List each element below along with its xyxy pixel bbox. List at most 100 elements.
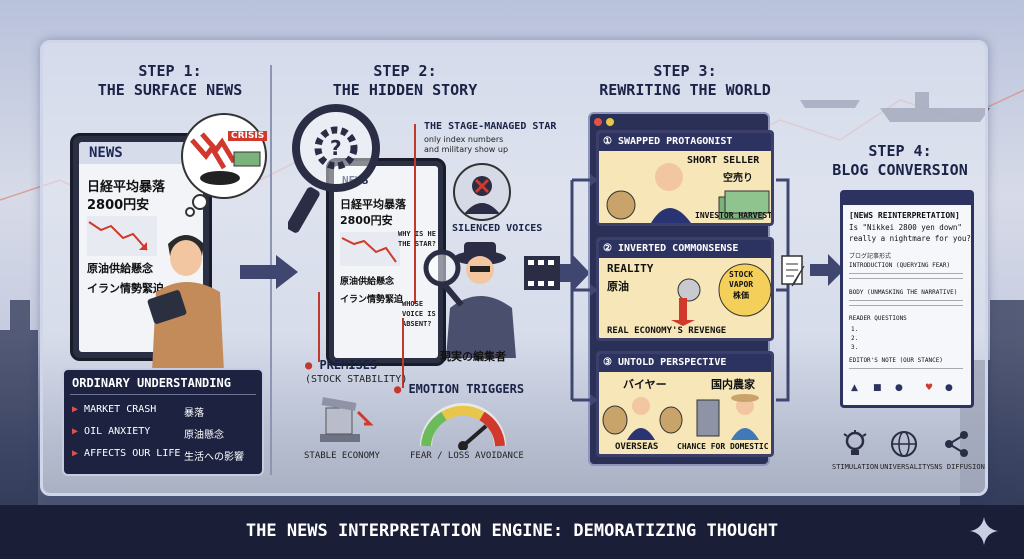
card-inverted-commonsense: ② INVERTED COMMONSENSE REALITY 原油 STOCK … [596,237,774,341]
magnifier-gear-icon: ? [288,104,380,233]
lightbulb-icon [843,430,867,455]
repost-icon[interactable]: ● [895,383,903,393]
step3-title: STEP 3: REWRITING THE WORLD [590,62,780,100]
stage-star-sub-1: only index numbers [424,135,504,144]
blog-intro: INTRODUCTION (QUERYING FEAR) [849,262,951,269]
blog-format: ブログ記事形式 [849,253,892,260]
question-2: 2. [851,335,859,342]
document-pen-icon [781,255,805,287]
falling-column-icon [320,397,374,442]
premises-label: ● PREMISES [305,358,378,372]
stimulation-label: STIMULATION [832,463,879,471]
emotion-triggers-label: ● EMOTION TRIGGERS [394,382,525,396]
news-label: NEWS [89,145,123,161]
step3-name: REWRITING THE WORLD [599,81,771,99]
item-3: ▶ AFFECTS OUR LIFE [72,448,181,459]
fear-gauge-icon [420,403,506,450]
item-3-jp: 生活への影響 [184,452,244,463]
buyer-farmer-illustration [602,394,759,440]
svg-text:?: ? [330,136,342,160]
step4-title: STEP 4: BLOG CONVERSION [820,142,980,180]
falling-chart-icon [340,232,400,266]
share-row: ▲ ■ ● ♥ ● [849,383,967,399]
card-1-c: INVESTOR HARVEST [695,211,773,220]
silenced-person-icon [453,163,511,221]
card-2-f: REAL ECONOMY'S REVENGE [607,326,727,336]
whose-voice-1: WHOSE [402,300,424,308]
card-3-b: 国内農家 [711,378,755,391]
blog-title-3: really a nightmare for you? [849,234,971,243]
editor-label: 現実の編集者 [440,350,506,363]
news-bar [79,142,203,164]
step4-name: BLOG CONVERSION [832,161,968,179]
universality-label: UNIVERSALITY [880,463,931,471]
card-3-a: バイヤー [623,378,667,391]
item-1: ▶ MARKET CRASH [72,404,157,415]
worried-person-icon [147,235,224,372]
stable-economy-label: STABLE ECONOMY [304,451,380,461]
question-3: 3. [851,344,859,351]
like-icon[interactable]: ▲ [851,383,858,393]
stage-star-title: THE STAGE-MANAGED STAR [424,121,557,132]
card-2-a: REALITY [607,262,654,275]
item-1-jp: 暴落 [184,408,204,419]
blog-title-2: Is "Nikkei 2800 yen down" [849,223,962,232]
step2-title: STEP 2: THE HIDDEN STORY [320,62,490,100]
card-3-d: CHANCE FOR DOMESTIC [677,442,769,451]
blog-note: EDITOR'S NOTE (OUR STANCE) [849,357,943,364]
item-2-jp: 原油懸念 [184,430,224,441]
bracket-arrows [570,174,598,406]
step2-number: STEP 2: [373,62,437,80]
whose-voice-3: ABSENT? [402,320,432,328]
blog-window: [NEWS REINTERPRETATION] Is "Nikkei 2800 … [840,190,974,408]
sparkle-icon [970,517,998,545]
stage-star-sub-2: and military show up [424,145,509,154]
card-1-a: SHORT SELLER [687,155,760,166]
card-2-title: ② INVERTED COMMONSENSE [599,240,771,258]
step2-screen: NEWS 日経平均暴落 2800円安 原油供給懸念 イラン情勢緊迫 [334,166,438,358]
headline-2b: 2800円安 [340,214,393,227]
crisis-badge: CRISIS [228,131,268,141]
card-swapped-protagonist: ① SWAPPED PROTAGONIST SHORT SELLER 空売り I… [596,130,774,226]
main-title: THE NEWS INTERPRETATION ENGINE: DEMORATI… [245,521,779,541]
thought-bubble-icon [181,113,267,217]
why-star-2: THE STAR? [398,240,436,248]
headline-1: 日経平均暴落 [87,180,166,195]
falling-chart-icon [87,216,157,256]
blog-questions: READER QUESTIONS [849,315,907,322]
step1-title: STEP 1: THE SURFACE NEWS [90,62,250,100]
title-bar: THE NEWS INTERPRETATION ENGINE: DEMORATI… [0,505,1024,559]
arrow-right-icon [810,254,844,286]
card-2-b: 原油 [607,280,629,293]
card-untold-perspective: ③ UNTOLD PERSPECTIVE バイヤー 国内農家 OVERSEAS … [596,351,774,457]
card-1-title: ① SWAPPED PROTAGONIST [599,133,771,151]
annotation-line [402,318,404,388]
card-2-d: VAPOR [729,280,754,289]
blog-title-1: [NEWS REINTERPRETATION] [849,211,960,220]
step1-number: STEP 1: [138,62,202,80]
bracket-arrows-right [776,178,790,402]
silenced-voices-label: SILENCED VOICES [452,223,543,234]
card-2-e: 株価 [733,291,749,300]
step1-name: THE SURFACE NEWS [97,81,243,99]
share-icon[interactable]: ● [945,383,953,393]
editor-figure-icon [423,242,516,358]
blog-titlebar [843,193,971,205]
headline-1b: 日経平均暴落 [340,198,406,211]
card-3-c: OVERSEAS [615,442,659,452]
arrow-right-icon [240,255,298,289]
ordinary-understanding-box: ORDINARY UNDERSTANDING ▶ MARKET CRASH 暴落… [62,368,264,476]
box-title: ORDINARY UNDERSTANDING [72,376,231,390]
heart-icon[interactable]: ♥ [925,383,934,393]
annotation-line [318,292,320,362]
news-line-a: 原油供給懸念 [87,262,153,275]
share-network-icon [945,431,968,457]
annotation-line [414,124,416,304]
step4-number: STEP 4: [868,142,932,160]
step2-name: THE HIDDEN STORY [332,81,478,99]
question-1: 1. [851,326,859,333]
whose-voice-2: VOICE IS [402,310,436,318]
card-1-b: 空売り [723,173,753,184]
comment-icon[interactable]: ■ [873,383,882,393]
